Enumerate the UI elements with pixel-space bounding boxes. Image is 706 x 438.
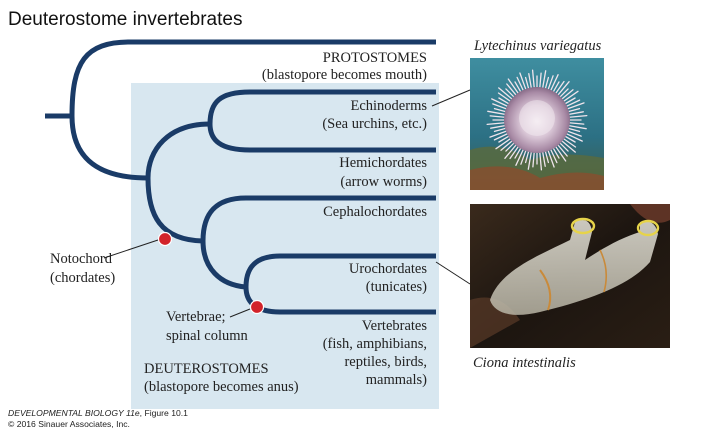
- notochord-marker: [159, 233, 172, 246]
- hemichordates-sublabel: (arrow worms): [340, 174, 427, 190]
- vertebrae-marker: [251, 301, 264, 314]
- protostomes-label: PROTOSTOMES: [323, 50, 427, 66]
- urchin-caption: Lytechinus variegatus: [473, 38, 602, 54]
- hemichordates-label: Hemichordates: [339, 155, 427, 171]
- credit-figure: , Figure 10.1: [140, 408, 188, 418]
- ciona-caption: Ciona intestinalis: [473, 355, 576, 371]
- vertebrates-label: Vertebrates: [362, 318, 428, 334]
- notochord-sublabel: (chordates): [50, 270, 115, 286]
- vertebrae-label: Vertebrae;: [166, 309, 226, 325]
- figure-title: Deuterostome invertebrates: [8, 9, 242, 30]
- notochord-label: Notochord: [50, 251, 113, 267]
- protostomes-sublabel: (blastopore becomes mouth): [262, 67, 427, 83]
- cephalochordates-label: Cephalochordates: [323, 204, 427, 220]
- vertebrates-sublabel-3: mammals): [366, 372, 427, 388]
- vertebrates-sublabel-1: (fish, amphibians,: [323, 336, 427, 352]
- echinoderms-label: Echinoderms: [350, 98, 427, 114]
- urochordates-label: Urochordates: [349, 261, 427, 277]
- ciona-leader: [436, 262, 470, 284]
- deuterostomes-label: DEUTEROSTOMES: [144, 361, 269, 377]
- urchin-photo: [470, 58, 604, 190]
- urochordates-sublabel: (tunicates): [366, 279, 427, 295]
- vertebrates-sublabel-2: reptiles, birds,: [344, 354, 427, 370]
- vertebrae-sublabel: spinal column: [166, 328, 249, 344]
- figure-credit: DEVELOPMENTAL BIOLOGY 11e, Figure 10.1: [8, 408, 188, 418]
- ciona-photo: [470, 204, 670, 348]
- credit-book: DEVELOPMENTAL BIOLOGY 11e: [8, 408, 140, 418]
- deuterostomes-sublabel: (blastopore becomes anus): [144, 379, 299, 395]
- credit-copyright: © 2016 Sinauer Associates, Inc.: [8, 419, 130, 429]
- echinoderms-sublabel: (Sea urchins, etc.): [322, 116, 427, 132]
